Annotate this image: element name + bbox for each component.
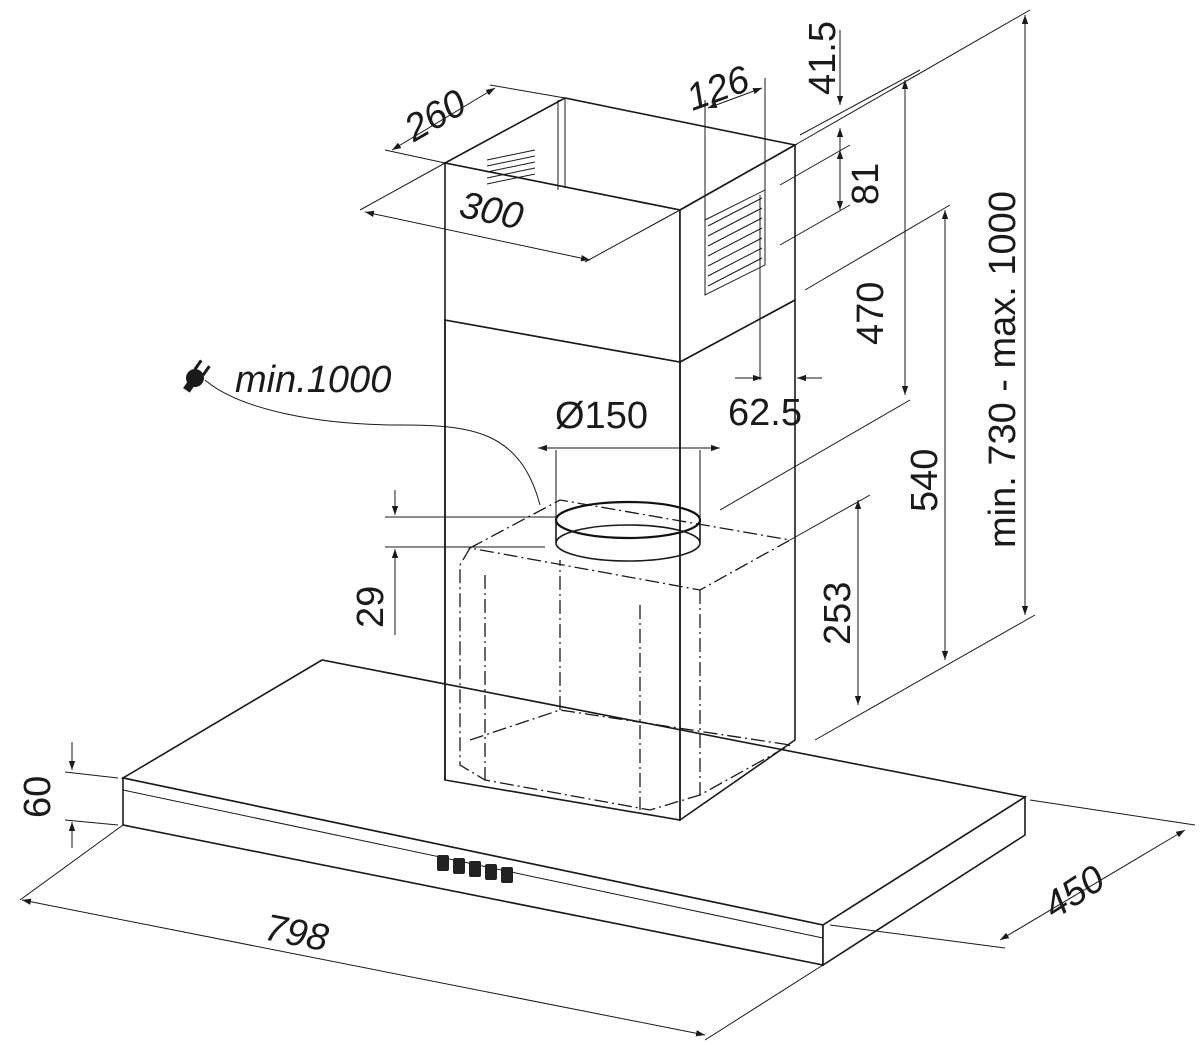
dim-62-5: 62.5 [728,392,802,434]
rear-vent-icon [486,149,536,185]
control-panel-icon [437,855,513,883]
dim-60: 60 [17,776,59,818]
dim-cable-length: min.1000 [235,359,391,401]
dim-41-5: 41.5 [802,21,844,95]
upper-chimney [442,97,798,364]
dimension-lines [19,9,1196,1041]
dim-diameter-150: Ø150 [555,395,648,437]
dim-450: 450 [1036,858,1112,928]
dim-798: 798 [261,907,331,960]
dim-29: 29 [350,586,392,628]
dim-253: 253 [817,582,859,645]
dim-470: 470 [850,282,892,345]
dim-126: 126 [681,58,756,119]
dim-540: 540 [904,449,946,512]
plug-icon [183,359,211,393]
dim-81: 81 [845,163,887,205]
dim-total-height: min. 730 - max. 1000 [982,191,1024,548]
canopy [120,659,1028,967]
side-vent-icon [704,189,766,296]
